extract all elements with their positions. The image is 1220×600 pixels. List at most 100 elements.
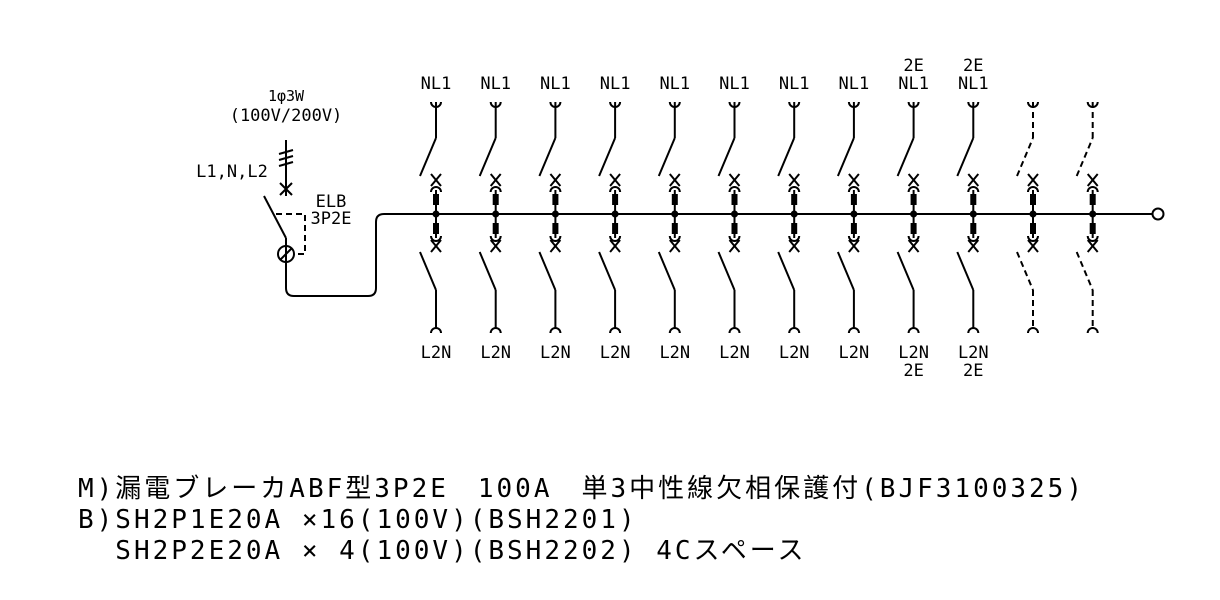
branch-top-extra-label: 2E [963,56,983,76]
branch-top-label: NL1 [779,74,810,94]
bottom-switch-blade [777,251,796,291]
bottom-switch-blade [419,251,437,291]
plug-in-lug-top [850,194,857,205]
terminal-arc-icon [609,327,622,334]
terminal-arc-icon [1027,327,1039,334]
connector-arc-icon [549,235,562,242]
connector-arc-icon [907,186,920,193]
connector-arc-icon [788,186,801,193]
branch-breaker [836,101,860,334]
main-switch-blade [263,195,287,239]
supply-voltage-label: (100V/200V) [230,106,343,126]
branch-top-extra-label: 2E [903,56,923,76]
connector-arc-icon [668,235,681,242]
phases-label: L1,N,L2 [196,162,268,182]
connector-arc-icon [549,186,562,193]
branch-breaker [538,101,562,334]
top-switch-blade [538,137,557,177]
connector-arc-icon [668,186,681,193]
plug-in-lug-top [1089,194,1096,205]
bus-junction-dot [910,210,918,218]
bus-junction-dot [850,210,858,218]
contact-x-icon [489,173,502,187]
connector-arc-icon [430,186,442,193]
bottom-switch-blade [538,251,557,291]
bottom-switch-blade [956,251,975,291]
branch-top-label: NL1 [659,74,690,94]
bottom-switch-blade [836,251,855,291]
bus-junction-dot [731,210,738,218]
branch-bottom-label: L2N [839,343,870,363]
connector-arc-icon [609,186,622,193]
connector-arc-icon [1086,235,1099,242]
branch-breakers: NL1L2NNL1L2NNL1L2NNL1L2NNL1L2NNL1L2NNL1L… [419,56,1099,381]
bus-junction-dot [492,210,500,218]
phase-tick-1 [278,149,294,155]
branch-bottom-label: L2N [421,343,452,363]
plug-in-lug-bottom [433,223,439,234]
contact-x-icon [967,239,980,253]
feeder-cable [285,213,405,297]
plug-in-lug-bottom [492,223,499,234]
connector-arc-icon [728,186,741,193]
bus-junction-dot [432,210,440,218]
branch-bottom-label: L2N [719,343,750,363]
supply-type-label: 1φ3W [268,87,305,105]
top-switch-blade [777,137,796,177]
bottom-switch-blade [896,251,915,291]
plug-in-lug-top [433,194,439,205]
top-switch-blade [1075,137,1094,177]
branch-top-label: NL1 [719,74,750,94]
contact-x-icon [430,173,442,187]
contact-x-icon [788,239,800,253]
note-branch-breakers-2e: SH2P2E20A × 4(100V)(BSH2202) 4Cスペース [78,536,807,566]
connector-arc-icon [430,235,442,242]
busbar [405,207,1165,221]
branch-breaker [419,101,442,334]
top-switch-blade [657,137,676,177]
busbar-end-terminal [1151,207,1165,221]
branch-top-label: NL1 [898,74,929,94]
branch-top-label: NL1 [421,74,452,94]
terminal-arc-icon [430,327,442,334]
plug-in-lug-top [731,194,738,205]
branch-breaker [1075,101,1099,334]
contact-x-icon [1027,239,1039,253]
contact-x-icon [728,173,741,187]
main-breaker-type-label: ELB [316,192,347,212]
contact-x-icon [848,173,860,187]
top-switch-blade [419,137,437,177]
contact-x-icon [907,239,920,253]
connector-arc-icon [847,235,860,242]
terminal-arc-icon [549,327,562,334]
plug-in-lug-bottom [1030,223,1036,234]
plug-in-lug-top [492,194,499,205]
top-switch-blade [896,137,915,177]
phase-tick-3 [278,161,294,167]
connector-arc-icon [489,186,502,193]
connector-arc-icon [1027,186,1039,193]
branch-bottom-label: L2N [540,343,571,363]
zct-detector [277,245,295,263]
top-switch-blade [478,137,497,177]
branch-top-label: NL1 [600,74,631,94]
terminal-arc-icon [907,327,920,334]
branch-breaker [657,101,681,334]
branch-top-label: NL1 [839,74,870,94]
branch-breaker [478,101,502,334]
terminal-arc-icon [1086,327,1099,334]
connector-arc-icon [907,235,920,242]
bottom-switch-blade [478,251,497,291]
contact-x-icon [788,173,800,187]
contact-x-icon [848,239,860,253]
plug-in-lug-top [671,194,678,205]
note-branch-breakers-1e: B)SH2P1E20A ×16(100V)(BSH2201) [78,505,638,535]
zct-detector-slash [279,247,293,261]
contact-x-icon [669,173,681,187]
contact-x-icon [549,173,562,187]
terminal-arc-icon [668,327,681,334]
plug-in-lug-bottom [671,223,678,234]
branch-breaker [1016,101,1039,334]
bus-junction-dot [969,210,977,218]
plug-in-lug-top [910,194,917,205]
